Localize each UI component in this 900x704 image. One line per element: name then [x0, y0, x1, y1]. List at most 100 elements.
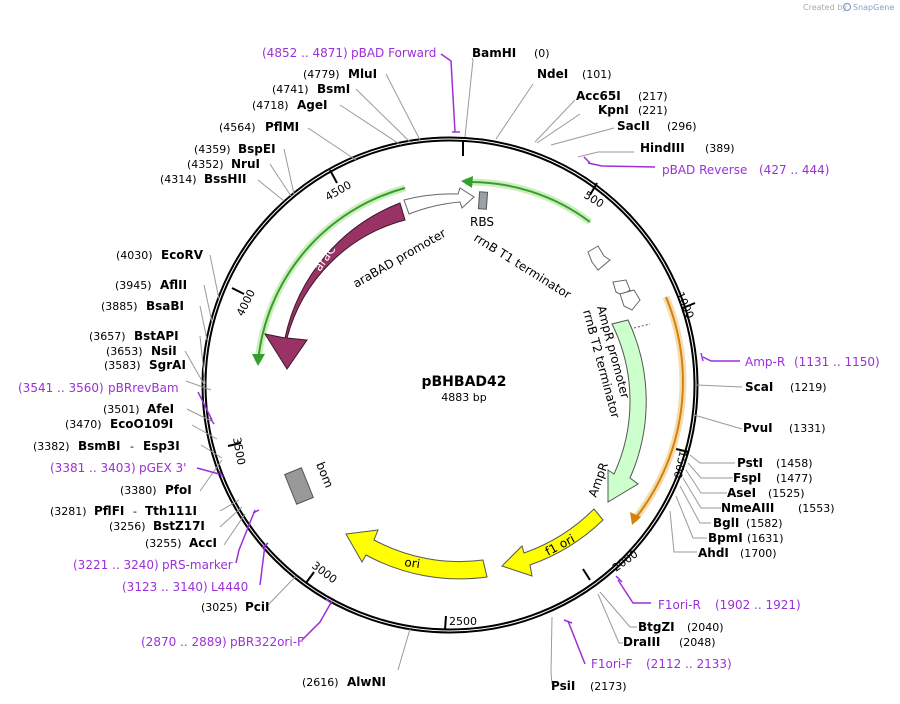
primer-name: pGEX 3'	[139, 461, 186, 475]
feature-rrnb-t2	[619, 289, 641, 311]
site-position: (389)	[705, 142, 735, 155]
tick-2000	[582, 568, 591, 581]
site-name: AhdI	[698, 546, 729, 560]
primer-range: (1902 .. 1921)	[715, 598, 801, 612]
site-position: (1219)	[790, 381, 827, 394]
tick-1500	[675, 448, 690, 453]
orf-left-arc	[257, 187, 406, 363]
site-name: NruI	[231, 157, 260, 171]
site-name: NmeAIII	[721, 501, 774, 515]
primer-range: (427 .. 444)	[759, 163, 829, 177]
site-position: (1631)	[747, 532, 784, 545]
site-name: PvuI	[743, 421, 773, 435]
site-separator: -	[133, 505, 137, 518]
tick-1000	[682, 302, 696, 309]
site-name: HindIII	[640, 141, 685, 155]
tick-4000	[231, 287, 245, 295]
site-name: BstZ17I	[153, 519, 205, 533]
feature-arabad-promoter	[403, 187, 475, 215]
site-name: Esp3I	[143, 439, 180, 453]
tick-4500	[329, 169, 338, 184]
site-position: (4030)	[116, 249, 153, 262]
site-name: BsmBI	[78, 439, 120, 453]
site-position: (3583)	[104, 359, 141, 372]
site-position: (4359)	[194, 143, 231, 156]
orf-top-arrowhead	[461, 176, 473, 188]
tick-3000	[305, 571, 315, 584]
site-position: (3885)	[101, 300, 138, 313]
site-position: (4564)	[219, 121, 256, 134]
site-name: BspEI	[238, 142, 276, 156]
primer-name: pBAD Reverse	[662, 163, 747, 177]
primer-name: L4440	[211, 580, 248, 594]
site-position: (3945)	[115, 279, 152, 292]
site-name: BpmI	[708, 531, 743, 545]
primer-name: Amp-R	[745, 355, 785, 369]
tick-label-2500: 2500	[449, 615, 477, 628]
tick-label-3000: 3000	[309, 559, 339, 586]
site-position: (3653)	[106, 345, 143, 358]
site-position: (0)	[534, 47, 550, 60]
primer-name: F1ori-F	[591, 657, 632, 671]
plasmid-name: pBHBAD42	[421, 374, 506, 390]
site-name: BglI	[713, 516, 739, 530]
site-position: (3256)	[109, 520, 146, 533]
site-name: PflFI	[94, 504, 124, 518]
primer-name: pRS-marker	[162, 558, 233, 572]
primer-range: (2112 .. 2133)	[646, 657, 732, 671]
site-name: BamHI	[472, 46, 516, 60]
tick-label-3500: 3500	[230, 436, 248, 466]
site-name: Tth111I	[145, 504, 197, 518]
primer-name: F1ori-R	[658, 598, 701, 612]
primer-range: (2870 .. 2889)	[141, 635, 227, 649]
site-name: AflII	[160, 278, 187, 292]
site-position: (2048)	[679, 636, 716, 649]
site-position: (3281)	[50, 505, 87, 518]
site-name: SacII	[617, 119, 650, 133]
tick-label-1000: 1000	[673, 290, 696, 321]
credit-text: Created by	[803, 3, 847, 12]
site-position: (3501)	[103, 403, 140, 416]
feature-rrnb-t1	[587, 245, 611, 271]
site-position: (1477)	[776, 472, 813, 485]
site-position: (4741)	[272, 83, 309, 96]
site-position: (3382)	[33, 440, 70, 453]
site-position: (4352)	[187, 158, 224, 171]
site-name: BstAPI	[134, 329, 179, 343]
primer-name: pBRrevBam	[108, 381, 179, 395]
site-name: FspI	[733, 471, 761, 485]
site-position: (4314)	[160, 173, 197, 186]
site-labels: BamHI (0) NdeI (101) Acc65I (217) KpnI (…	[33, 46, 835, 693]
site-position: (1553)	[798, 502, 835, 515]
feature-bom-label: bom	[313, 460, 336, 490]
tick-3500	[227, 442, 242, 447]
site-position: (1700)	[740, 547, 777, 560]
site-position: (3470)	[65, 418, 102, 431]
site-name: BtgZI	[638, 620, 675, 634]
primer-labels: (4852 .. 4871) pBAD Forward pBAD Reverse…	[18, 46, 880, 671]
site-separator: -	[130, 440, 134, 453]
orf-right-arc	[633, 296, 684, 521]
site-position: (3380)	[120, 484, 157, 497]
ampr-start-marker	[633, 323, 651, 329]
site-position: (221)	[638, 104, 668, 117]
site-name: AccI	[189, 536, 217, 550]
feature-ampr-label: AmpR	[586, 461, 611, 499]
site-position: (2173)	[590, 680, 627, 693]
snapgene-logo-icon	[842, 2, 852, 12]
tick-marks	[227, 141, 696, 631]
site-position: (4779)	[303, 68, 340, 81]
tick-label-1500: 1500	[671, 449, 690, 479]
tick-500	[589, 182, 598, 196]
site-name: BsmI	[317, 82, 350, 96]
site-name: MluI	[348, 67, 377, 81]
site-leader-lines	[184, 57, 743, 685]
site-position: (1458)	[776, 457, 813, 470]
feature-f1-ori	[501, 508, 604, 577]
site-position: (3255)	[145, 537, 182, 550]
primer-range: (3123 .. 3140)	[122, 580, 208, 594]
plasmid-size: 4883 bp	[441, 391, 486, 404]
site-name: KpnI	[598, 103, 629, 117]
site-name: SgrAI	[149, 358, 186, 372]
